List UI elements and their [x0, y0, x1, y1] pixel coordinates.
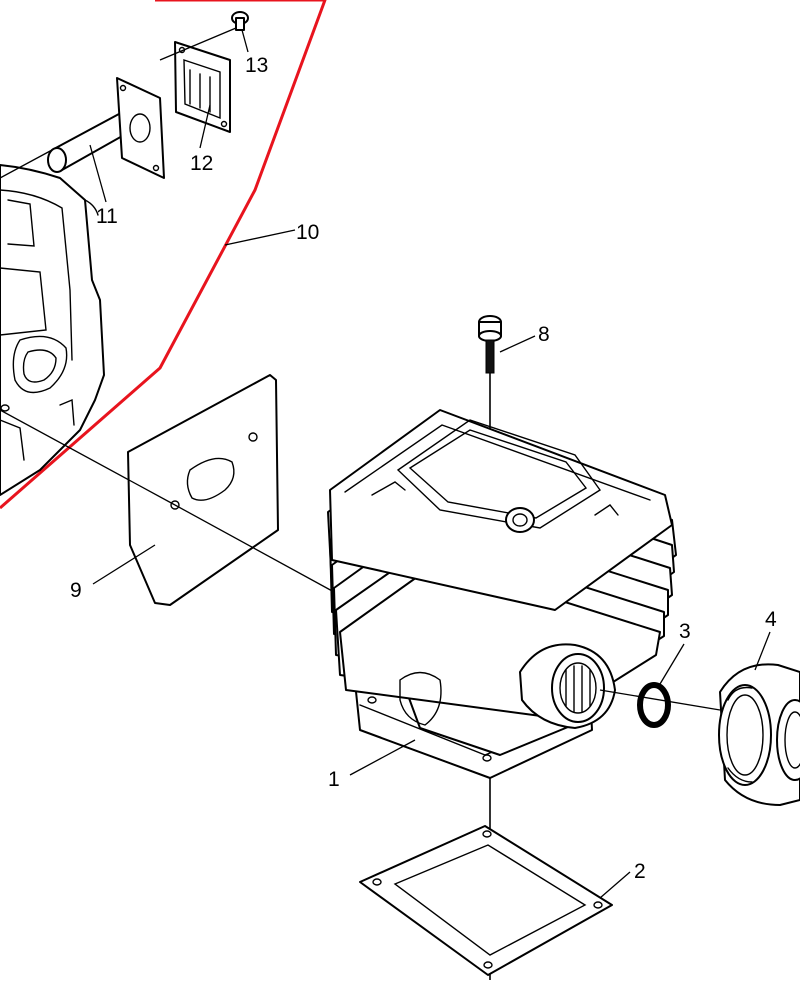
leader-8: [499, 335, 536, 353]
assembly-leader-screw: [159, 27, 237, 61]
callout-3: 3: [679, 620, 691, 643]
leader-4: [754, 631, 771, 671]
leader-9: [92, 544, 156, 585]
cylinder-bolt: [478, 315, 502, 374]
leader-3: [659, 643, 685, 685]
tube-flange-plate: [116, 77, 165, 179]
leader-12: [199, 104, 211, 149]
muffler-body: [0, 164, 105, 496]
callout-9: 9: [70, 579, 82, 602]
spark-arrester-screen: [174, 41, 231, 133]
assembly-leader-tube: [0, 149, 53, 179]
leader-11: [89, 144, 107, 203]
leader-1: [349, 739, 416, 776]
callout-12: 12: [190, 152, 213, 175]
callout-2: 2: [634, 860, 646, 883]
leader-10: [224, 229, 296, 246]
cylinder: [327, 409, 677, 779]
leader-2: [599, 871, 631, 899]
callout-4: 4: [765, 608, 777, 631]
alignment-line-gasket: [174, 504, 346, 599]
callout-1: 1: [328, 768, 340, 791]
leader-13: [241, 29, 249, 53]
o-ring: [637, 682, 671, 728]
muffler-screw: [231, 11, 249, 31]
callout-13: 13: [245, 54, 268, 77]
intake-manifold: [718, 663, 800, 806]
callout-10: 10: [296, 221, 319, 244]
callout-11: 11: [96, 205, 118, 228]
assembly-boundary-outline: [0, 0, 327, 510]
cylinder-gasket: [359, 825, 613, 976]
muffler-gasket: [127, 374, 279, 606]
callout-8: 8: [538, 323, 550, 346]
alignment-line-muffler: [0, 409, 176, 506]
alignment-line-intake: [599, 689, 721, 711]
